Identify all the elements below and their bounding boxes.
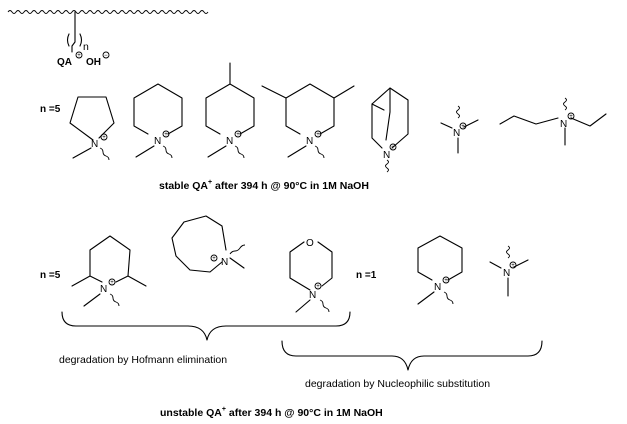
pyrrolidinium-nitrogen: N: [91, 139, 98, 150]
morpholinium-oxygen: O: [306, 238, 314, 249]
dipropylammonium-structure: N +: [499, 97, 607, 146]
repeat-label: n: [83, 41, 89, 53]
morpholinium-nitrogen: N: [309, 290, 316, 301]
nucleophilic-substitution-note: degradation by Nucleophilic substitution: [305, 378, 490, 390]
pendant-linker: [71, 11, 76, 53]
quinuclidinium-structure: N +: [371, 87, 409, 173]
svg-text:+: +: [236, 132, 240, 138]
svg-text:+: +: [316, 284, 320, 290]
hofmann-elimination-note: degradation by Hofmann elimination: [59, 354, 227, 366]
dimethylpiperidinium-structure: N +: [261, 83, 355, 159]
svg-text:+: +: [102, 135, 106, 141]
dimethylpiperidinium-26-structure: N +: [71, 235, 147, 307]
trimethylammonium-n1-structure: N +: [489, 245, 529, 297]
hofmann-brace: [61, 311, 351, 341]
svg-text:+: +: [569, 114, 573, 120]
counter-ion-minus-charge: −: [104, 53, 108, 59]
stable-caption: stable QA+ after 394 h @ 90°C in 1M NaOH: [159, 179, 369, 192]
unstable-caption: unstable QA+ after 394 h @ 90°C in 1M Na…: [160, 406, 383, 419]
repeat-bracket-left: [66, 33, 70, 47]
svg-text:+: +: [511, 263, 515, 269]
svg-text:+: +: [212, 256, 216, 262]
pendant-label: QA: [57, 57, 72, 68]
svg-text:+: +: [391, 145, 395, 151]
piperidinium-structure: N +: [133, 83, 183, 159]
azepanium-structure: N +: [171, 215, 246, 273]
pyrrolidinium-structure: N +: [69, 96, 115, 161]
trimethylammonium-nitrogen: N: [453, 128, 460, 139]
piperidinium-n1-structure: N +: [417, 235, 463, 305]
nucleophilic-brace: [281, 340, 543, 371]
quinuclidinium-nitrogen: N: [383, 150, 390, 161]
repeat-bracket-right: [79, 33, 83, 47]
unstable-chain-label-n1: n =1: [356, 270, 377, 281]
piperidinium-n1-nitrogen: N: [434, 282, 441, 293]
piperidinium-nitrogen: N: [154, 136, 161, 147]
polymer-backbone: n QA + OH −: [7, 10, 209, 68]
svg-text:+: +: [461, 124, 465, 130]
unstable-chain-label-n5: n =5: [40, 270, 61, 281]
trimethylammonium-structure: N +: [440, 105, 479, 154]
dimethylpiperidinium-26-nitrogen: N: [100, 284, 107, 295]
methylpiperidinium-structure: N +: [205, 62, 255, 159]
morpholinium-structure: O N +: [289, 238, 333, 313]
pendant-plus-charge: +: [77, 53, 81, 59]
trimethylammonium-n1-nitrogen: N: [503, 268, 510, 279]
svg-text:+: +: [164, 132, 168, 138]
azepanium-nitrogen: N: [221, 257, 228, 268]
svg-text:+: +: [110, 280, 114, 286]
dimethylpiperidinium-nitrogen: N: [306, 136, 313, 147]
dipropylammonium-nitrogen: N: [560, 119, 567, 130]
svg-text:+: +: [316, 132, 320, 138]
methylpiperidinium-nitrogen: N: [226, 136, 233, 147]
counter-ion-label: OH: [86, 57, 101, 68]
stable-chain-label: n =5: [40, 104, 61, 115]
svg-text:+: +: [444, 278, 448, 284]
